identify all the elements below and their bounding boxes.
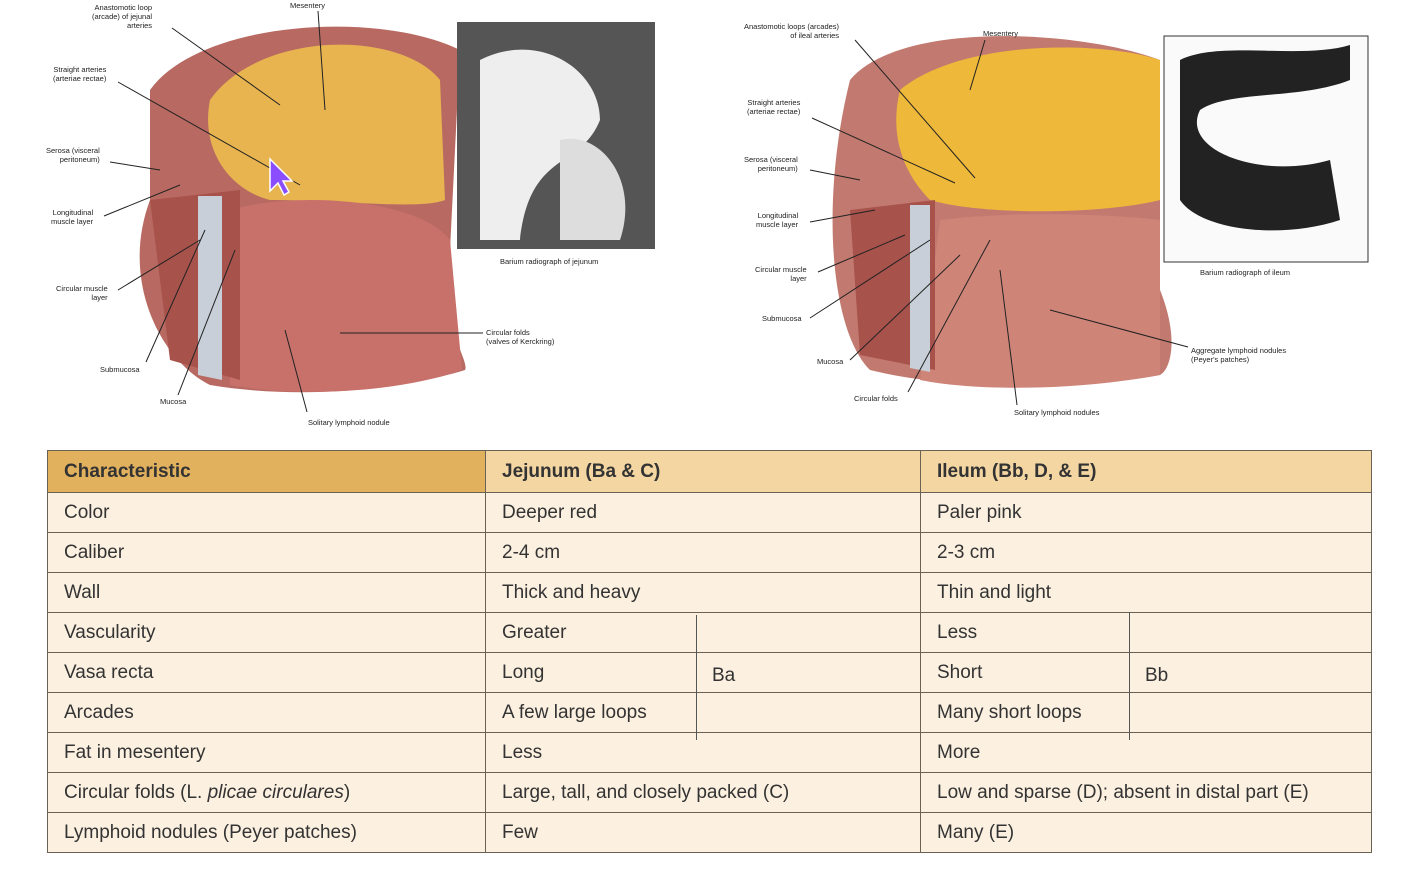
jejunum-radiograph-caption: Barium radiograph of jejunum — [500, 257, 599, 266]
label-mucosa: Mucosa — [817, 357, 844, 366]
cell-jejunum: Thick and heavy — [485, 572, 921, 613]
ileum-illustration — [832, 36, 1172, 388]
cell-ileum: Many short loops — [920, 692, 1372, 733]
cell-ileum: More — [920, 732, 1372, 773]
header-jejunum: Jejunum (Ba & C) — [485, 450, 921, 493]
cell-ileum: Thin and light — [920, 572, 1372, 613]
label-mesentery: Mesentery — [290, 1, 326, 10]
label-solitary-nodules: Solitary lymphoid nodules — [1014, 408, 1100, 417]
header-ileum: Ileum (Bb, D, & E) — [920, 450, 1372, 493]
table-header-row: Characteristic Jejunum (Ba & C) Ileum (B… — [47, 450, 1372, 493]
cell-jejunum: Few — [485, 812, 921, 853]
mouse-cursor-icon — [269, 157, 294, 197]
cell-characteristic: Caliber — [47, 532, 486, 573]
cell-characteristic: Vascularity — [47, 612, 486, 653]
cell-ileum: 2-3 cm — [920, 532, 1372, 573]
label-serosa: Serosa (visceral peritoneum) — [744, 155, 798, 173]
cell-characteristic: Arcades — [47, 692, 486, 733]
brace-label-bb: Bb — [1145, 665, 1169, 686]
jejunum-brace — [694, 615, 697, 740]
jejunum-illustration — [139, 26, 466, 393]
cell-characteristic: Fat in mesentery — [47, 732, 486, 773]
brace-label-ba: Ba — [712, 665, 736, 686]
label-mucosa: Mucosa — [160, 397, 187, 406]
label-longitudinal-muscle: Longitudinal muscle layer — [51, 208, 94, 226]
label-circular-folds: Circular folds — [854, 394, 898, 403]
cell-jejunum: Deeper red — [485, 492, 921, 533]
cell-characteristic: Circular folds (L. plicae circulares) — [47, 772, 486, 813]
cell-text: Circular folds (L. — [64, 781, 208, 803]
cell-jejunum: A few large loops — [485, 692, 921, 733]
cell-ileum: Many (E) — [920, 812, 1372, 853]
label-anastomotic-loop: Anastomotic loop (arcade) of jejunal art… — [92, 3, 153, 30]
illustrations — [103, 10, 1369, 413]
header-characteristic: Characteristic — [47, 450, 486, 493]
cell-ileum: Paler pink — [920, 492, 1372, 533]
cell-jejunum: Long — [485, 652, 921, 693]
label-circular-muscle: Circular muscle layer — [56, 284, 108, 302]
cell-characteristic: Vasa recta — [47, 652, 486, 693]
label-circular-folds: Circular folds (valves of Kerckring) — [486, 328, 555, 346]
cell-text: ) — [343, 781, 351, 803]
label-straight-arteries: Straight arteries (arteriae rectae) — [747, 98, 801, 116]
cell-jejunum: 2-4 cm — [485, 532, 921, 573]
cell-jejunum: Greater — [485, 612, 921, 653]
label-solitary-nodule: Solitary lymphoid nodule — [308, 418, 390, 427]
table-row: Circular folds (L. plicae circulares)Lar… — [47, 772, 1372, 813]
cell-characteristic: Lymphoid nodules (Peyer patches) — [47, 812, 486, 853]
cell-text-italic: plicae circulares — [207, 781, 344, 803]
label-peyers-patches: Aggregate lymphoid nodules (Peyer's patc… — [1191, 346, 1287, 364]
cell-ileum: Less — [920, 612, 1372, 653]
label-circular-muscle: Circular muscle layer — [755, 265, 807, 283]
cell-characteristic: Wall — [47, 572, 486, 613]
label-mesentery: Mesentery — [983, 29, 1019, 38]
cell-characteristic: Color — [47, 492, 486, 533]
label-anastomotic-loops: Anastomotic loops (arcades) of ileal art… — [744, 22, 840, 40]
comparison-table: Characteristic Jejunum (Ba & C) Ileum (B… — [47, 450, 1372, 853]
label-submucosa: Submucosa — [100, 365, 140, 374]
cell-ileum: Short — [920, 652, 1372, 693]
label-straight-arteries: Straight arteries (arteriae rectae) — [53, 65, 107, 83]
ileum-brace — [1127, 612, 1130, 740]
cell-jejunum: Large, tall, and closely packed (C) — [485, 772, 921, 813]
cell-jejunum: Less — [485, 732, 921, 773]
label-longitudinal-muscle: Longitudinal muscle layer — [756, 211, 799, 229]
ileum-radiograph-caption: Barium radiograph of ileum — [1200, 268, 1291, 277]
label-submucosa: Submucosa — [762, 314, 802, 323]
label-serosa: Serosa (visceral peritoneum) — [46, 146, 100, 164]
cell-ileum: Low and sparse (D); absent in distal par… — [920, 772, 1372, 813]
